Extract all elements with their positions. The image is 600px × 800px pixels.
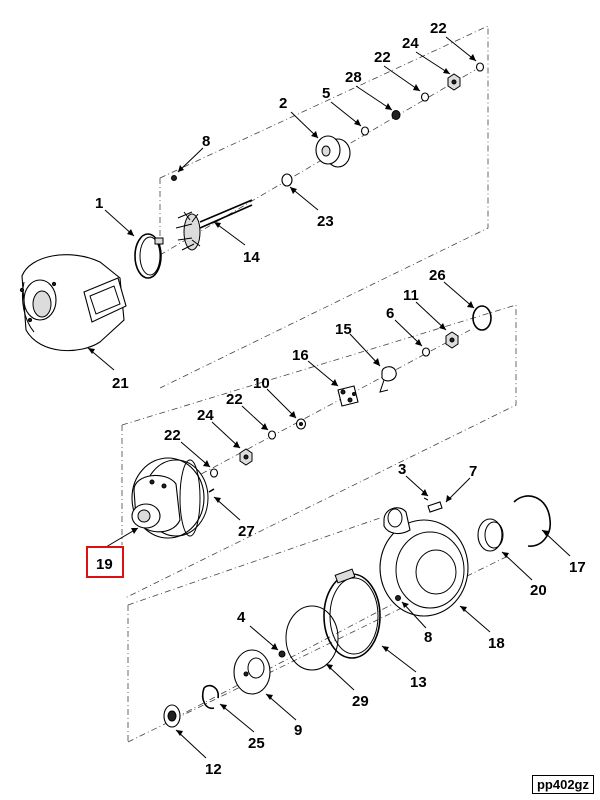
callout-29: 29	[352, 693, 369, 710]
part-27-pin	[208, 488, 215, 493]
callout-16: 16	[292, 347, 309, 364]
callout-11: 11	[403, 287, 419, 304]
part-1-clamp-ring	[134, 233, 164, 279]
callout-2: 2	[279, 95, 287, 112]
callout-28: 28	[345, 69, 362, 86]
part-8-pin-top	[171, 175, 177, 181]
callout-18: 18	[488, 635, 505, 652]
callout-20: 20	[530, 582, 547, 599]
part-19-bearing-housing	[131, 457, 209, 539]
part-5-oring	[360, 126, 370, 136]
callout-3: 3	[398, 461, 406, 478]
part-3-key	[423, 497, 429, 501]
callout-24: 24	[402, 35, 419, 52]
part-20-seal-ring	[477, 518, 504, 552]
callout-4: 4	[237, 609, 246, 626]
callout-8: 8	[424, 629, 432, 646]
part-24-nut-top	[447, 73, 461, 91]
callout-27: 27	[238, 523, 255, 540]
panel-outlines	[121, 25, 517, 743]
callout-8: 8	[202, 133, 210, 150]
callout-17: 17	[569, 559, 586, 576]
callout-1: 1	[95, 195, 103, 212]
part-2-thrust-collar	[315, 135, 351, 168]
part-18-compressor-housing	[379, 507, 469, 617]
part-23-ring	[281, 173, 293, 187]
leader-arrowheads	[88, 54, 549, 736]
part-22-washer-d	[209, 468, 219, 478]
highlighted-callout-box	[86, 546, 124, 578]
figure-id-label: pp402gz	[531, 775, 594, 794]
part-16-bracket	[337, 385, 359, 407]
part-24-nut-mid	[239, 448, 253, 466]
callout-25: 25	[248, 735, 265, 752]
part-29-gasket	[285, 605, 339, 671]
part-15-thrust-bearing	[379, 366, 397, 393]
callout-12: 12	[205, 761, 222, 778]
part-22-washer-c	[267, 430, 277, 440]
part-13-vband-clamp	[323, 568, 381, 659]
part-10-washer	[295, 418, 307, 430]
callout-26: 26	[429, 267, 446, 284]
callout-22: 22	[430, 20, 447, 37]
part-8-pin-lower	[395, 595, 401, 601]
callout-24: 24	[197, 407, 214, 424]
callout-21: 21	[112, 375, 129, 392]
callout-labels: 22 24 22 28 5 2 8 1 14 23 21 26 11 6 15 …	[95, 20, 586, 778]
part-11-nut	[445, 331, 459, 349]
callout-14: 14	[243, 249, 260, 266]
callout-22: 22	[164, 427, 181, 444]
part-28-seal	[391, 110, 401, 120]
part-9-compressor-wheel	[233, 649, 271, 695]
callout-23: 23	[317, 213, 334, 230]
callout-6: 6	[386, 305, 394, 322]
part-25-retaining-ring	[201, 684, 220, 710]
part-17-snap-ring	[513, 495, 551, 547]
part-22-nut-washer-top	[475, 62, 485, 72]
callout-13: 13	[410, 674, 427, 691]
part-22-washer-b	[420, 92, 430, 102]
part-21-turbine-housing	[19, 254, 127, 352]
callout-7: 7	[469, 463, 477, 480]
callout-10: 10	[253, 375, 270, 392]
callout-22: 22	[374, 49, 391, 66]
part-4-nut-lower	[278, 650, 286, 658]
callout-19: 19	[96, 556, 113, 573]
part-26-oring	[472, 305, 492, 331]
part-12-insert	[163, 704, 181, 728]
part-6-washer	[421, 347, 431, 357]
callout-22: 22	[226, 391, 243, 408]
part-14-turbine-wheel-shaft	[175, 199, 253, 251]
part-7-plate	[427, 501, 443, 513]
callout-9: 9	[294, 722, 302, 739]
callout-15: 15	[335, 321, 352, 338]
callout-5: 5	[322, 85, 330, 102]
